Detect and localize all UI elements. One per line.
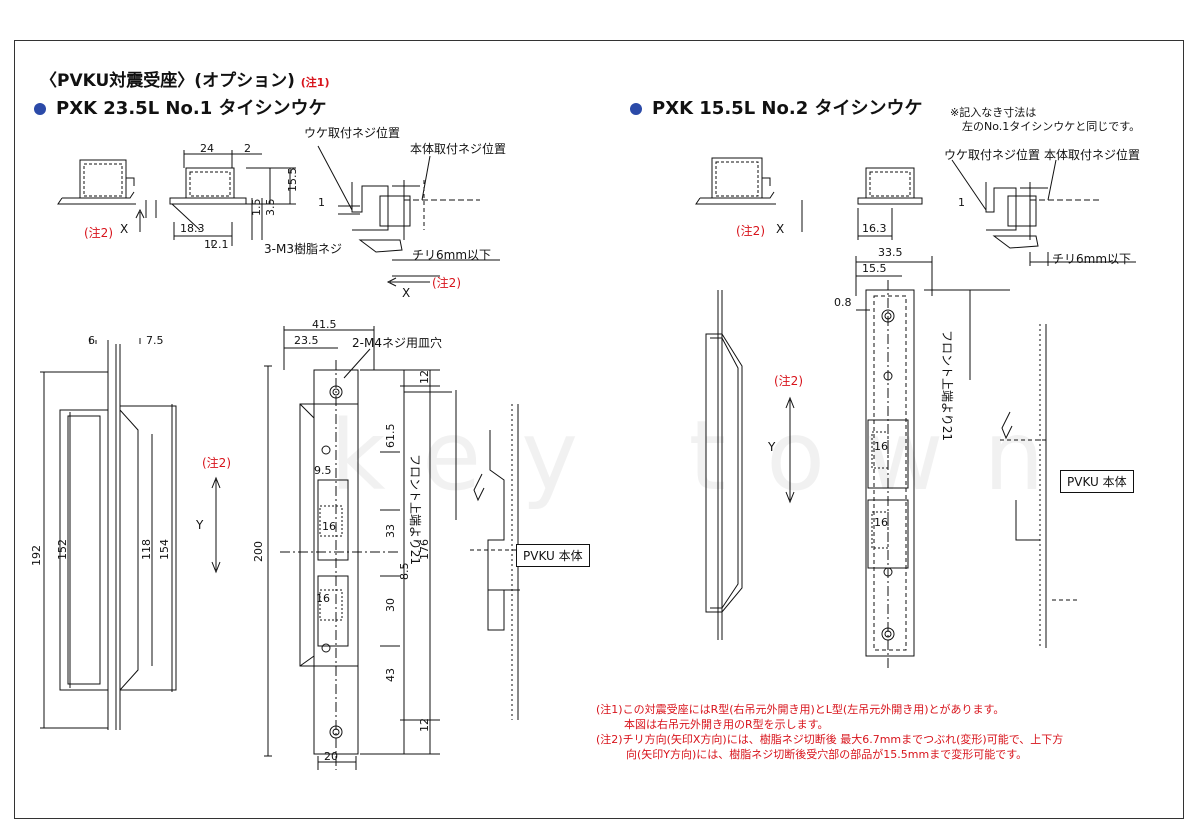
right-y: Y	[768, 440, 776, 454]
bullet-icon	[630, 103, 642, 115]
dim-176: 176	[418, 539, 431, 560]
dim-2: 2	[244, 142, 251, 155]
left-side-view-a	[57, 159, 136, 205]
right-section-view	[951, 159, 1136, 266]
note-2-line-1: (注2)チリ方向(矢印X方向)には、樹脂ネジ切断後 最大6.7mmまでつぶれ(変…	[596, 733, 1064, 746]
y-arrow-right	[785, 396, 795, 504]
right-elevation-a	[705, 290, 743, 640]
left-x-a: X	[120, 222, 129, 236]
note-2-line-2: 向(矢印Y方向)には、樹脂ネジ切断後受穴部の部品が15.5mmまで変形可能です。	[626, 748, 1028, 761]
left-elevation-a	[40, 338, 177, 730]
dim-33-5: 33.5	[878, 246, 903, 259]
right-side-view-a	[695, 157, 803, 232]
dim-33: 33	[384, 524, 397, 538]
left-x-b: X	[402, 286, 411, 300]
dim-6: 6	[88, 334, 95, 347]
dim-152: 152	[56, 539, 69, 560]
left-chiri-label: チリ6mm以下	[412, 248, 492, 262]
dim-118: 118	[140, 539, 153, 560]
x-arrow-left	[135, 208, 145, 232]
left-note2-c: (注2)	[202, 456, 231, 470]
right-x: X	[776, 222, 785, 236]
dim-12-top: 12	[418, 370, 431, 384]
dim-3-5: 3.5	[264, 198, 277, 217]
dim-200: 200	[252, 541, 265, 562]
right-front-plate	[855, 256, 1010, 670]
dim-16-3: 16.3	[862, 222, 887, 235]
left-body-screw-label: 本体取付ネジ位置	[410, 142, 507, 156]
dim-18-3: 18.3	[180, 222, 205, 235]
dim-154: 154	[158, 539, 171, 560]
dim-1-left: 1	[318, 196, 325, 209]
left-pvku-body-label: PVKU 本体	[516, 544, 590, 567]
note-1-line-1: (注1)この対震受座にはR型(右吊元外開き用)とL型(左吊元外開き用)とがありま…	[596, 703, 1005, 716]
left-section-view	[317, 145, 500, 277]
right-note2-b: (注2)	[774, 374, 803, 388]
dim-7-5: 7.5	[146, 334, 164, 347]
right-remark-2: 左のNo.1タイシンウケと同じです。	[962, 120, 1141, 133]
y-arrow-left	[211, 476, 221, 574]
dim-12-1: 12.1	[204, 238, 229, 251]
dim-24: 24	[200, 142, 214, 155]
left-title: PXK 23.5L No.1 タイシンウケ	[34, 94, 327, 120]
left-m4-hole-label: 2-M4ネジ用皿穴	[352, 336, 442, 350]
dim-30: 30	[384, 598, 397, 612]
right-pvku-body-label: PVKU 本体	[1060, 470, 1134, 493]
right-remark-1: ※記入なき寸法は	[950, 106, 1037, 119]
notes-block: (注1)この対震受座にはR型(右吊元外開き用)とL型(左吊元外開き用)とがありま…	[596, 702, 1063, 762]
watermark: key town	[330, 400, 1085, 512]
dim-0-8: 0.8	[834, 296, 852, 309]
left-side-view-b	[145, 150, 296, 246]
section-title-text: 〈PVKU対震受座〉(オプション)	[40, 71, 295, 91]
dim-16-right-b: 16	[874, 516, 888, 529]
left-resin-screw-label: 3-M3樹脂ネジ	[264, 242, 342, 256]
section-note: (注1)	[300, 76, 330, 89]
dim-16-b: 16	[316, 592, 330, 605]
note-1-line-2: 本図は右吊元外開き用のR型を示します。	[624, 718, 829, 731]
dim-23-5: 23.5	[294, 334, 319, 347]
right-pvku-body	[1000, 324, 1080, 648]
right-title: PXK 15.5L No.2 タイシンウケ	[630, 94, 923, 120]
right-uke-screw-label: ウケ取付ネジ位置	[944, 148, 1041, 162]
x-arrow-left-2	[386, 277, 430, 287]
drawing-frame	[14, 40, 1184, 819]
dim-9-5: 9.5	[314, 464, 332, 477]
right-side-view-b	[857, 167, 923, 240]
dim-192: 192	[30, 545, 43, 566]
dim-16-a: 16	[322, 520, 336, 533]
right-body-screw-label: 本体取付ネジ位置	[1044, 148, 1141, 162]
dim-43: 43	[384, 668, 397, 682]
dim-41-5: 41.5	[312, 318, 337, 331]
left-front-plate	[264, 326, 440, 770]
dim-20: 20	[324, 750, 338, 763]
left-title-text: PXK 23.5L No.1 タイシンウケ	[56, 98, 327, 119]
dim-1-right: 1	[958, 196, 965, 209]
dim-15-5: 15.5	[286, 167, 299, 193]
dim-15-5-right: 15.5	[862, 262, 887, 275]
bullet-icon	[34, 103, 46, 115]
section-title: 〈PVKU対震受座〉(オプション) (注1)	[40, 66, 329, 91]
right-title-text: PXK 15.5L No.2 タイシンウケ	[652, 98, 923, 119]
dim-12-bottom: 12	[418, 718, 431, 732]
dim-8-5: 8.5	[398, 562, 411, 581]
dim-61-5: 61.5	[384, 423, 397, 449]
right-chiri-label: チリ6mm以下	[1052, 252, 1132, 266]
dim-16-right-a: 16	[874, 440, 888, 453]
right-note2-a: (注2)	[736, 224, 765, 238]
left-note2-b: (注2)	[432, 276, 461, 290]
left-note2-a: (注2)	[84, 226, 113, 240]
left-uke-screw-label: ウケ取付ネジ位置	[304, 126, 401, 140]
left-y: Y	[196, 518, 204, 532]
right-front-top-label: フロント上端より21	[940, 330, 954, 442]
dim-1-5: 1.5	[250, 198, 263, 217]
